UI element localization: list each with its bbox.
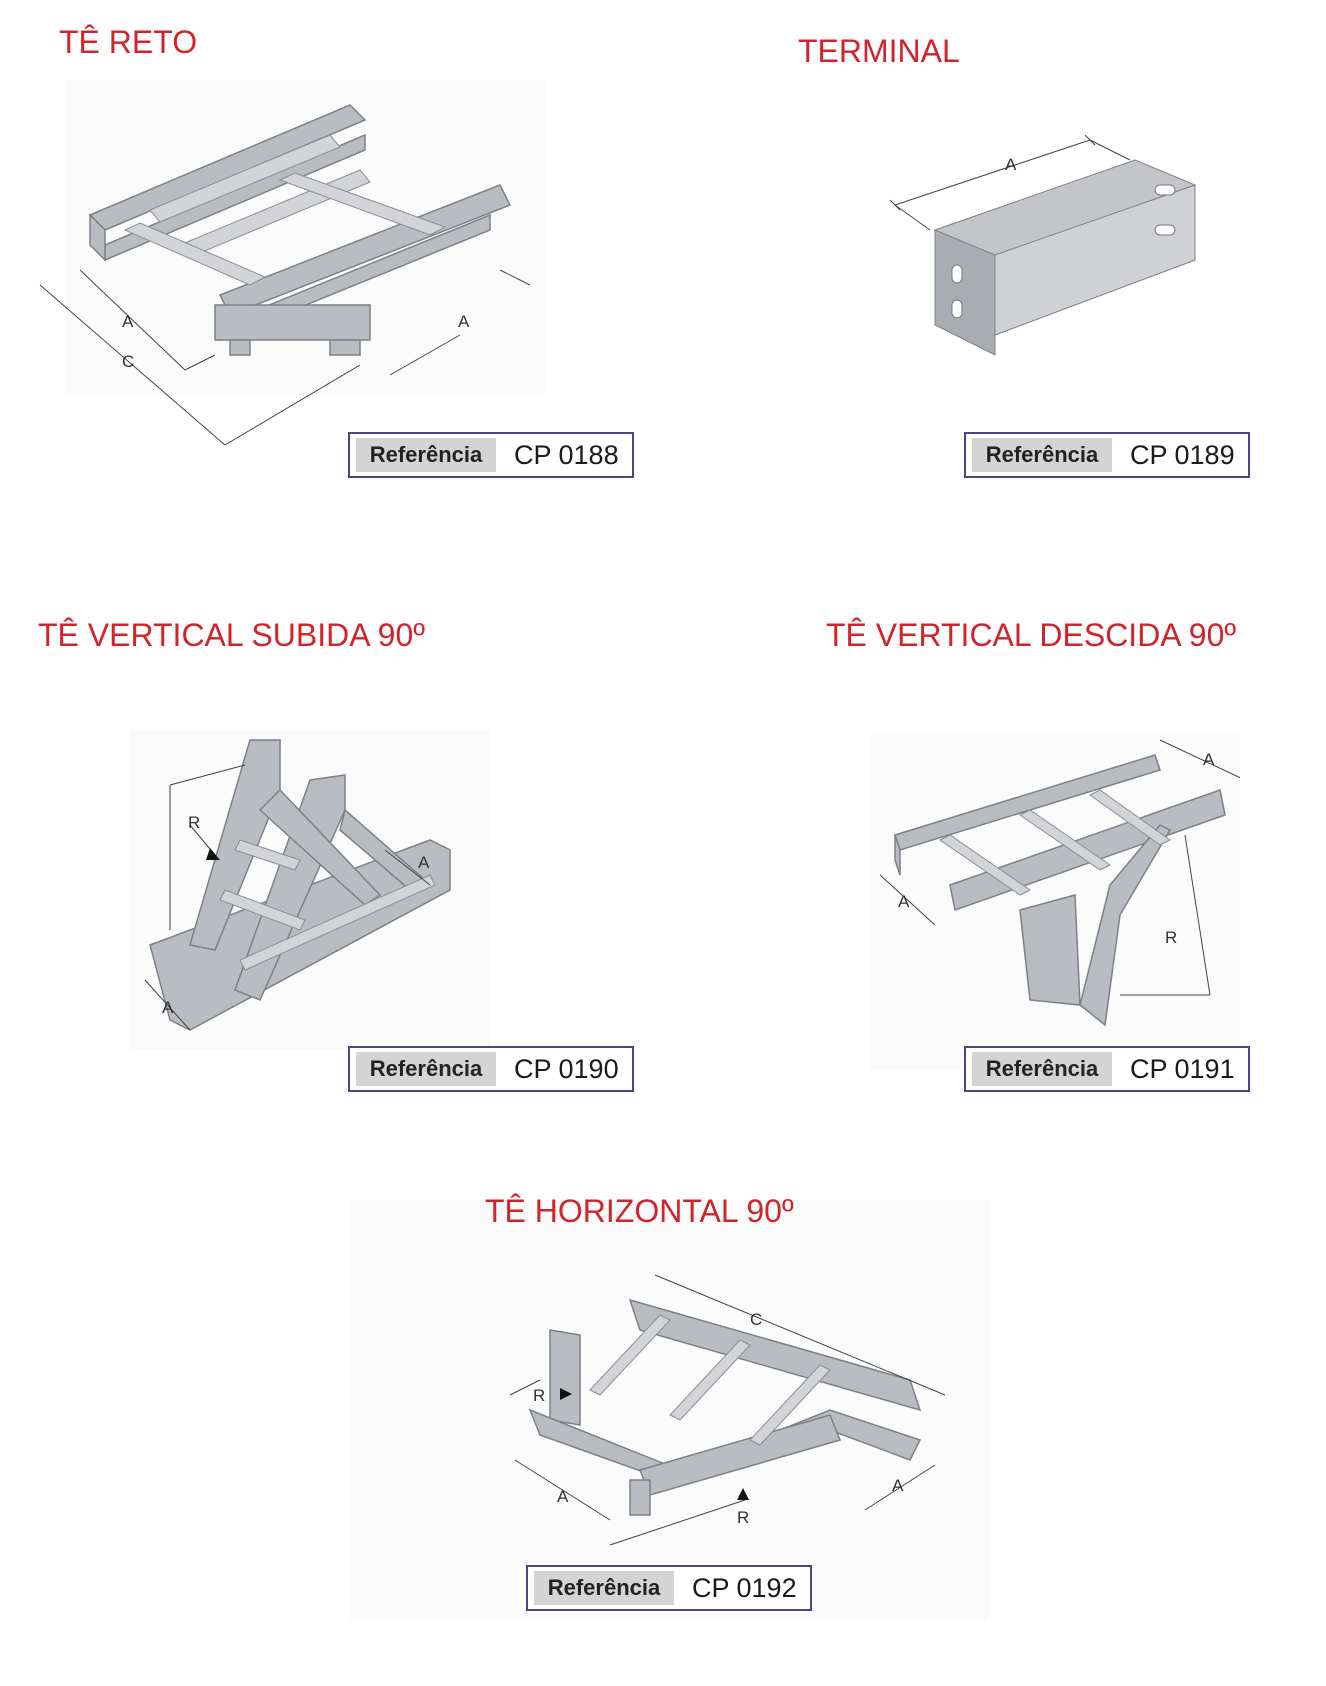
product-title: TÊ VERTICAL SUBIDA 90º <box>38 617 425 653</box>
photo-background <box>350 1200 990 1620</box>
te-reto-image: A C A <box>39 104 531 446</box>
dimension-r-label: R <box>737 1508 749 1527</box>
dimension-c-label: C <box>750 1310 762 1329</box>
product-title: TERMINAL <box>798 33 960 69</box>
dimension-a-label: A <box>122 312 134 331</box>
dimension-a-label: A <box>557 1487 569 1506</box>
reference-box: Referência CP 0189 <box>964 432 1250 478</box>
reference-label: Referência <box>534 1571 674 1605</box>
te-vertical-subida-image: R A A <box>144 739 451 1031</box>
reference-label: Referência <box>972 1052 1112 1086</box>
dimension-r-label: R <box>188 813 200 832</box>
dimension-r-label: R <box>533 1386 545 1405</box>
reference-box: Referência CP 0190 <box>348 1046 634 1092</box>
reference-code: CP 0192 <box>692 1572 797 1603</box>
dimension-a-label: A <box>1203 750 1215 769</box>
reference-label: Referência <box>356 1052 496 1086</box>
dimension-r-label: R <box>1165 928 1177 947</box>
dimension-a-label: A <box>458 312 470 331</box>
te-horizontal-image: C R A R A <box>509 1274 946 1546</box>
product-title: TÊ RETO <box>59 24 198 60</box>
te-vertical-descida-image: A A R <box>879 739 1240 1027</box>
dimension-c-label: C <box>122 352 134 371</box>
product-title: TÊ HORIZONTAL 90º <box>485 1193 794 1229</box>
reference-code: CP 0191 <box>1130 1053 1235 1084</box>
reference-code: CP 0189 <box>1130 439 1235 470</box>
dimension-a-label: A <box>898 892 910 911</box>
dimension-a-label: A <box>418 853 430 872</box>
terminal-image: A <box>889 134 1196 356</box>
reference-box: Referência CP 0191 <box>964 1046 1250 1092</box>
product-title: TÊ VERTICAL DESCIDA 90º <box>826 617 1237 653</box>
dimension-a-label: A <box>892 1476 904 1495</box>
reference-code: CP 0190 <box>514 1053 619 1084</box>
reference-code: CP 0188 <box>514 439 619 470</box>
reference-label: Referência <box>972 438 1112 472</box>
reference-label: Referência <box>356 438 496 472</box>
dimension-a-label: A <box>1005 155 1017 174</box>
dimension-a-label: A <box>162 998 174 1017</box>
reference-box: Referência CP 0188 <box>348 432 634 478</box>
reference-box: Referência CP 0192 <box>526 1565 812 1611</box>
